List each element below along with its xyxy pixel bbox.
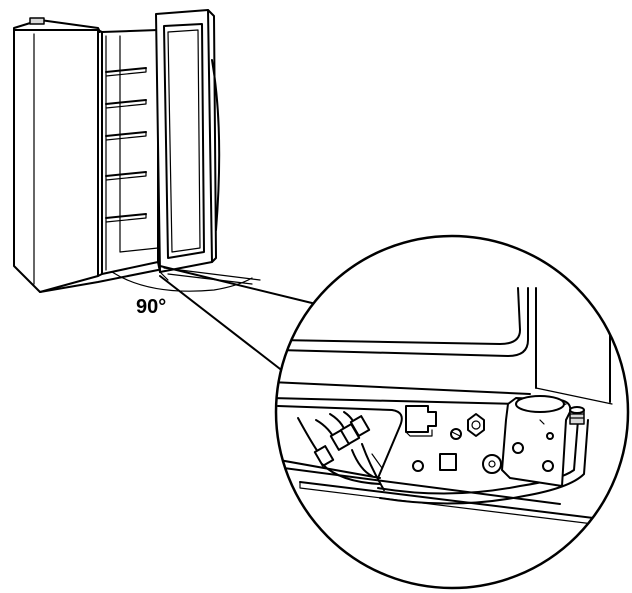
fridge-top-vent bbox=[29, 17, 45, 25]
water-line-fitting bbox=[569, 406, 585, 425]
square-hole bbox=[439, 453, 457, 471]
mounting-hole bbox=[412, 460, 424, 472]
wire-harness bbox=[297, 411, 589, 505]
door-angle-label: 90° bbox=[136, 296, 167, 318]
freezer-door bbox=[13, 29, 99, 293]
hex-nut bbox=[467, 413, 485, 437]
wire-connector bbox=[313, 445, 335, 467]
magnifier-circle bbox=[274, 234, 630, 590]
door-handle bbox=[211, 59, 221, 231]
fresh-food-interior bbox=[101, 29, 159, 275]
shelves bbox=[105, 67, 147, 223]
callout-lines bbox=[159, 265, 317, 373]
hinge-bracket bbox=[482, 395, 572, 487]
door-switch bbox=[405, 405, 462, 440]
magnified-hinge-detail bbox=[276, 287, 613, 527]
refrigerator bbox=[13, 9, 221, 293]
wire-connector bbox=[349, 415, 371, 437]
